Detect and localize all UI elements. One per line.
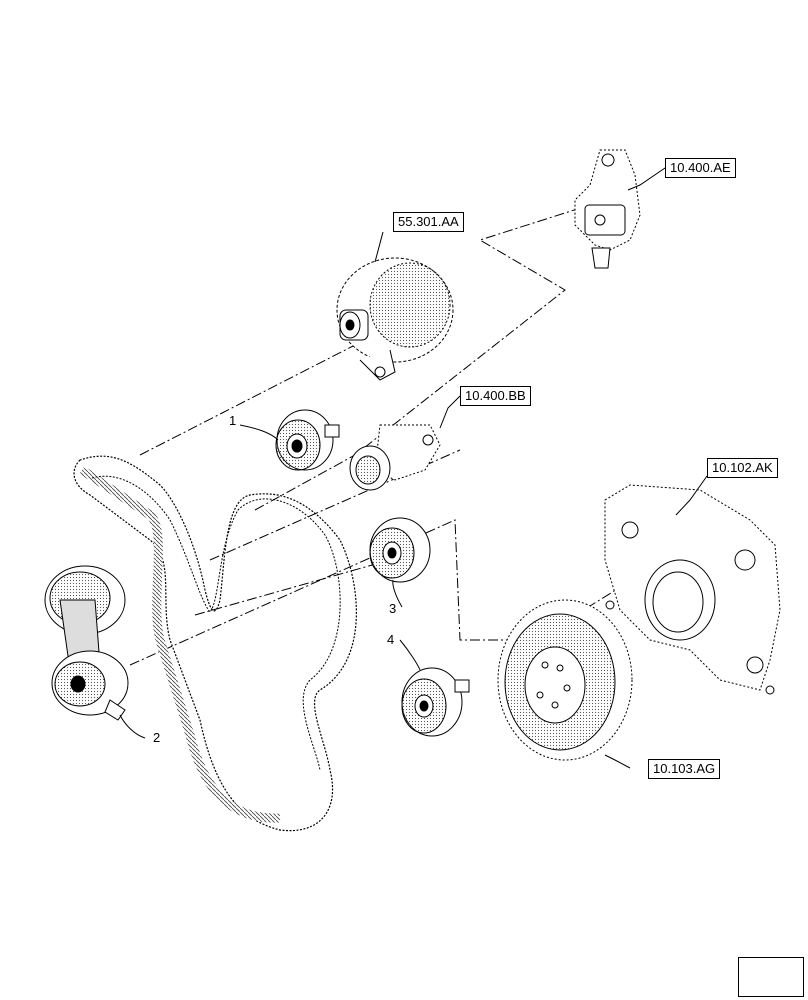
callout-3: 3 <box>389 601 397 616</box>
idler-pulley-4 <box>401 667 470 737</box>
serpentine-belt <box>73 455 357 832</box>
idler-pulley-1 <box>275 409 340 471</box>
next-page-button[interactable] <box>738 957 804 997</box>
leader-lines <box>119 167 708 769</box>
callout-2: 2 <box>153 730 161 745</box>
alignment-lines <box>129 204 641 666</box>
ref-egr-valve: 10.400.AE <box>665 158 736 178</box>
ref-alternator: 55.301.AA <box>393 212 464 232</box>
engine-front-cover <box>604 484 781 695</box>
ref-damper: 10.103.AG <box>648 759 721 779</box>
crankshaft-damper <box>497 599 633 761</box>
alternator <box>336 257 454 381</box>
ref-front-cover: 10.102.AK <box>707 458 778 478</box>
thermostat-housing <box>349 424 441 491</box>
callout-1: 1 <box>229 413 237 428</box>
idler-pulley-3 <box>369 517 431 583</box>
ref-thermostat: 10.400.BB <box>460 386 531 406</box>
callout-4: 4 <box>387 632 395 647</box>
egr-valve <box>574 149 641 269</box>
belt-tensioner <box>44 565 129 721</box>
